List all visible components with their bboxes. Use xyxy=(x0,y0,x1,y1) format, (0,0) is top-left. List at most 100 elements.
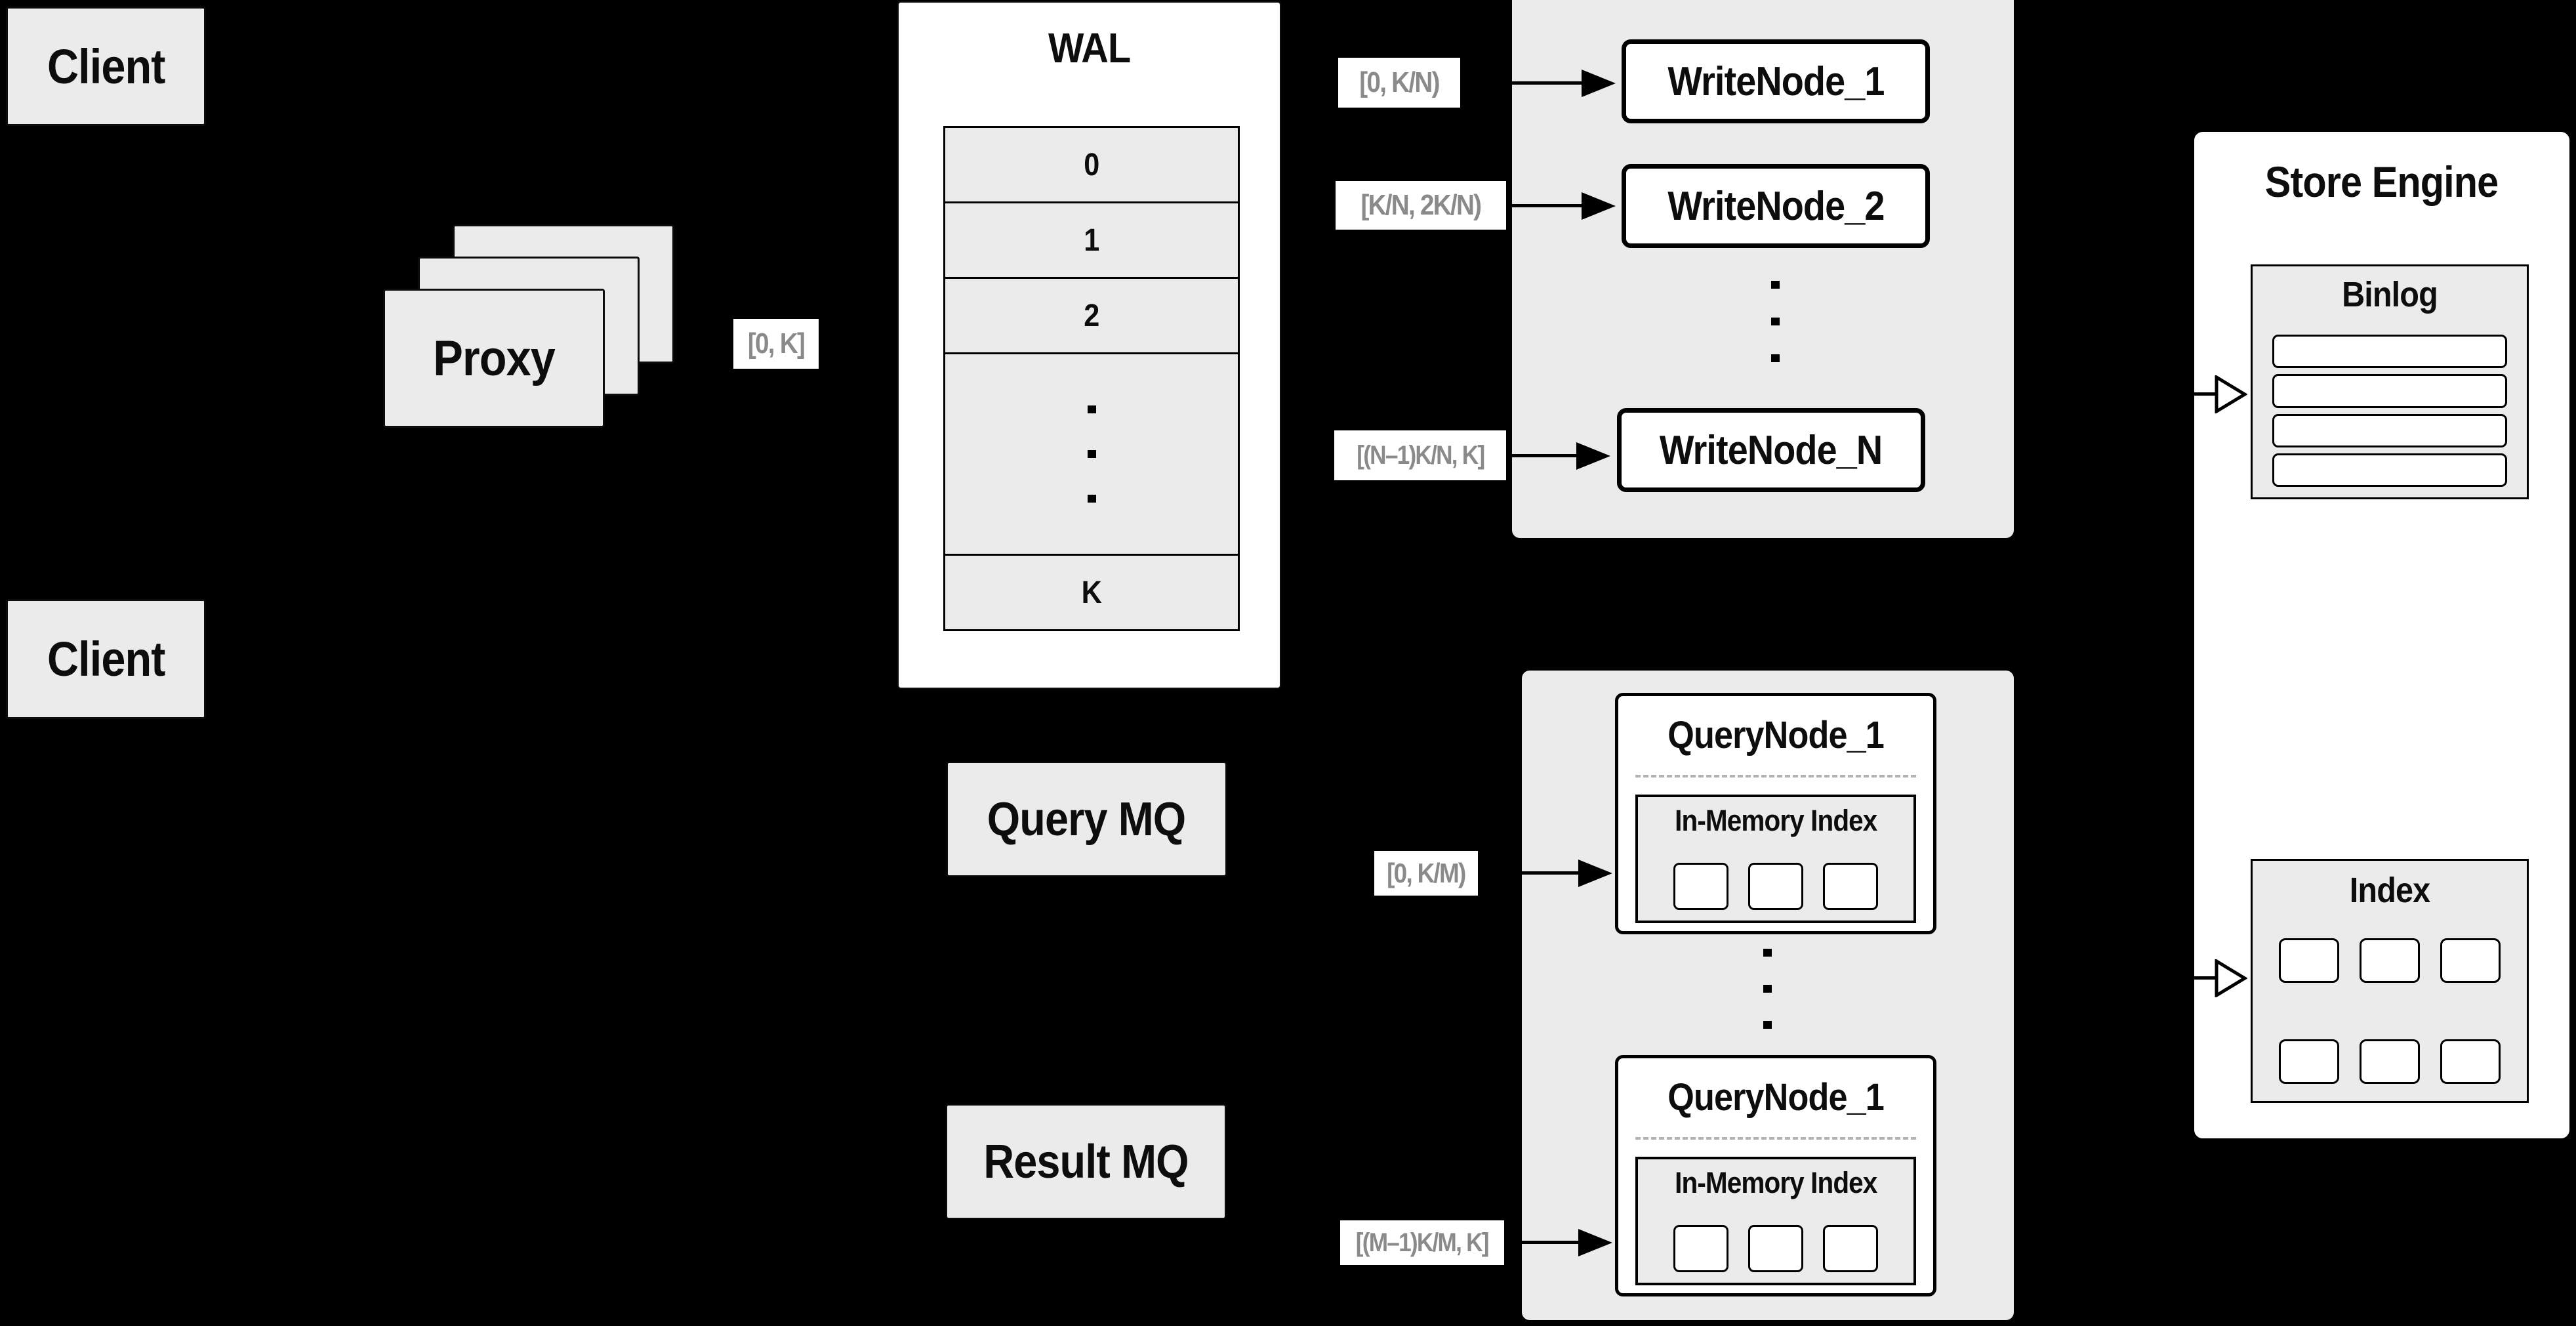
arrow-head-query-m xyxy=(1578,1229,1612,1256)
client-box-bottom: Client xyxy=(6,599,206,719)
binlog-title: Binlog xyxy=(2342,275,2438,314)
index-grid-row xyxy=(2253,1039,2527,1084)
index-segment-cell xyxy=(1823,1225,1878,1272)
wal-row-0-label: 0 xyxy=(1084,147,1099,182)
binlog-rows xyxy=(2272,335,2507,487)
in-memory-index-bottom-title: In-Memory Index xyxy=(1674,1166,1877,1199)
binlog-row xyxy=(2272,453,2507,487)
query-mq-box: Query MQ xyxy=(947,762,1227,877)
query-mq-label: Query MQ xyxy=(987,793,1186,846)
binlog-title-wrap: Binlog xyxy=(2253,274,2527,315)
wal-row-2-label: 2 xyxy=(1084,298,1099,333)
query-node-top: QueryNode_1 In-Memory Index xyxy=(1615,693,1936,934)
index-grid-row xyxy=(2253,938,2527,983)
arrow-head-write-n xyxy=(1576,442,1610,470)
wal-row-k: K xyxy=(945,556,1238,629)
arrow-head-write-2 xyxy=(1582,192,1616,220)
write-node-n: WriteNode_N xyxy=(1617,408,1925,492)
index-grid xyxy=(2253,938,2527,1084)
dashed-divider xyxy=(1635,1137,1916,1140)
range-chip-proxy-out-label: [0, K] xyxy=(747,327,806,360)
range-chip-write-2-label: [K/N, 2K/N) xyxy=(1360,189,1482,221)
in-memory-index-top-cells xyxy=(1638,863,1913,910)
range-chip-write-2: [K/N, 2K/N) xyxy=(1336,181,1506,230)
index-title: Index xyxy=(2349,871,2430,910)
index-segment-cell xyxy=(1673,863,1728,910)
binlog-row xyxy=(2272,374,2507,408)
range-chip-write-n-label: [(N–1)K/N, K] xyxy=(1356,440,1485,470)
write-node-n-label: WriteNode_N xyxy=(1660,427,1883,473)
ellipsis-dot xyxy=(1771,318,1780,325)
hollow-arrow-head-index xyxy=(2215,959,2247,997)
binlog-box: Binlog xyxy=(2251,264,2529,499)
ellipsis-dot xyxy=(1087,405,1096,413)
write-node-2-label: WriteNode_2 xyxy=(1667,183,1885,229)
ellipsis-dot xyxy=(1763,1021,1772,1029)
in-memory-index-bottom-cells xyxy=(1638,1225,1913,1272)
index-file-cell xyxy=(2360,1039,2420,1084)
arrow-line-to-binlog xyxy=(2194,392,2216,396)
in-memory-index-top-title: In-Memory Index xyxy=(1674,804,1877,837)
ellipsis-dot xyxy=(1763,949,1772,957)
in-memory-index-box-bottom: In-Memory Index xyxy=(1635,1157,1916,1285)
wal-segment-table: 0 1 2 K xyxy=(943,126,1240,631)
ellipsis-dot xyxy=(1771,281,1780,289)
index-box: Index xyxy=(2251,859,2529,1103)
wal-row-ellipsis xyxy=(945,354,1238,556)
index-segment-cell xyxy=(1748,863,1803,910)
range-chip-query-m: [(M–1)K/M, K] xyxy=(1340,1220,1504,1265)
ellipsis-dot xyxy=(1771,354,1780,362)
wal-title: WAL xyxy=(1048,24,1131,72)
proxy-box: Proxy xyxy=(383,289,605,428)
ellipsis-dot xyxy=(1087,450,1096,458)
index-segment-cell xyxy=(1823,863,1878,910)
range-chip-write-n: [(N–1)K/N, K] xyxy=(1334,430,1506,480)
arrow-head-write-1 xyxy=(1582,70,1616,97)
binlog-row xyxy=(2272,335,2507,369)
range-chip-write-1: [0, K/N) xyxy=(1338,58,1460,108)
hollow-arrow-head-binlog xyxy=(2215,375,2247,413)
wal-row-2: 2 xyxy=(945,279,1238,354)
wal-row-1-label: 1 xyxy=(1084,222,1099,258)
ellipsis-dot xyxy=(1763,985,1772,993)
wal-box: WAL 0 1 2 K xyxy=(897,1,1281,689)
write-node-1-label: WriteNode_1 xyxy=(1667,58,1885,104)
query-node-top-title-wrap: QueryNode_1 xyxy=(1618,713,1933,757)
arrow-head-query-1 xyxy=(1578,860,1612,887)
result-mq-label: Result MQ xyxy=(983,1135,1189,1188)
arrow-line-query-m xyxy=(1522,1241,1580,1244)
result-mq-box: Result MQ xyxy=(946,1104,1226,1219)
index-file-cell xyxy=(2279,1039,2339,1084)
client-box-top: Client xyxy=(6,7,206,126)
index-segment-cell xyxy=(1748,1225,1803,1272)
index-file-cell xyxy=(2440,1039,2501,1084)
wal-row-0: 0 xyxy=(945,128,1238,203)
client-bottom-label: Client xyxy=(47,632,166,686)
range-chip-query-m-label: [(M–1)K/M, K] xyxy=(1356,1228,1490,1257)
index-file-cell xyxy=(2360,938,2420,983)
range-chip-query-1-label: [0, K/M) xyxy=(1387,858,1466,888)
query-node-top-title: QueryNode_1 xyxy=(1667,714,1884,756)
arrow-line-to-index xyxy=(2194,976,2216,980)
arrow-line-query-1 xyxy=(1522,871,1580,875)
store-engine-title-wrap: Store Engine xyxy=(2194,157,2569,207)
query-node-bottom-title: QueryNode_1 xyxy=(1667,1076,1884,1119)
index-segment-cell xyxy=(1673,1225,1728,1272)
proxy-label: Proxy xyxy=(433,330,556,386)
ellipsis-dot xyxy=(1087,495,1096,503)
in-memory-index-top-title-wrap: In-Memory Index xyxy=(1638,804,1913,838)
write-node-2: WriteNode_2 xyxy=(1622,164,1930,248)
arrow-line-write-n xyxy=(1512,454,1578,457)
range-chip-write-1-label: [0, K/N) xyxy=(1359,66,1440,98)
wal-row-1: 1 xyxy=(945,203,1238,279)
wal-title-wrap: WAL xyxy=(899,24,1280,72)
store-engine-box: Store Engine Binlog Index xyxy=(2192,130,2571,1140)
client-top-label: Client xyxy=(47,39,166,94)
store-engine-title: Store Engine xyxy=(2265,157,2499,206)
write-node-1: WriteNode_1 xyxy=(1622,39,1930,123)
arrow-line-write-2 xyxy=(1512,204,1583,207)
dashed-divider xyxy=(1635,775,1916,777)
query-node-bottom-title-wrap: QueryNode_1 xyxy=(1618,1075,1933,1119)
index-file-cell xyxy=(2279,938,2339,983)
